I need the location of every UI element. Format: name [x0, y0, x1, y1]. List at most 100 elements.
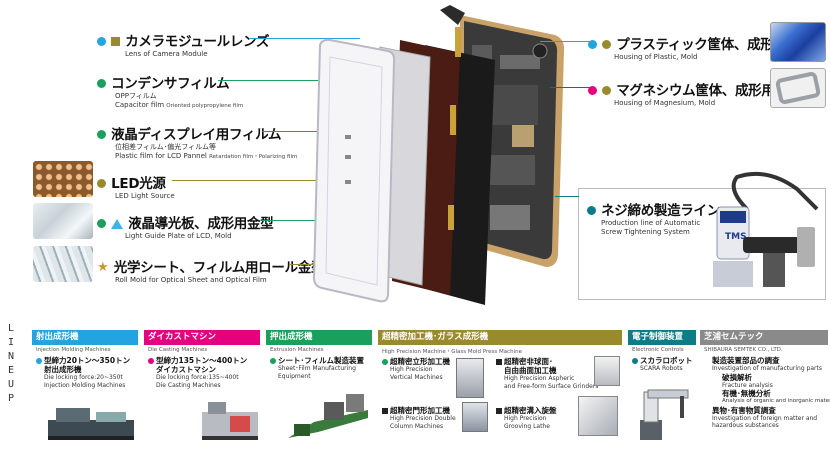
item-en1: Analysis of organic and inorganic materi…: [722, 398, 830, 404]
olive-dot-icon: [97, 179, 106, 188]
leader-light-guide: [262, 220, 362, 221]
category-shibaura-semtek: 芝浦セムテック SHIBAURA SEMTEK CO., LTD. 製造装置部品…: [700, 330, 830, 445]
screw-line-sub2: Screw Tightening System: [601, 228, 690, 236]
phone-front-frame: [312, 38, 396, 303]
item-title: 型締力20トン〜350トン: [44, 356, 131, 365]
category-extrusion: 押出成形機 Extrusion Machines シート･フィルム製造装置 Sh…: [266, 330, 372, 445]
label-lcd-film: 液晶ディスプレイ用フィルム 位相差フィルム･偏光フィルム等 Plastic fi…: [97, 123, 297, 162]
category-en: Electronic Controls: [632, 347, 684, 353]
led-array-thumbnail: [33, 161, 93, 197]
label-capacitor-film: コンデンサフィルム OPPフィルム Capacitor film Oriente…: [97, 72, 243, 111]
item-vertical-machines: 超精密立形加工機 High Precision Vertical Machine…: [382, 357, 450, 381]
category-en: Die Casting Machines: [148, 347, 208, 353]
roll-mold-sub: Roll Mold for Optical Sheet and Optical …: [115, 276, 267, 284]
label-magnesium-housing: マグネシウム筐体、成形用金型 Housing of Magnesium, Mol…: [588, 79, 801, 108]
leader-camera: [250, 38, 360, 39]
category-head: 電子制御装置: [628, 330, 696, 345]
item-en1: Investigation of foreign matter and: [712, 414, 818, 422]
item-en1: Die locking force:20~350t: [44, 374, 123, 381]
item-title: 有機･無機分析: [722, 389, 771, 398]
camera-lens-sub: Lens of Camera Module: [125, 50, 208, 58]
item-en2: Injection Molding Machines: [44, 381, 126, 389]
leader-led: [172, 180, 352, 181]
injection-machine-image: [48, 408, 134, 440]
lcd-film-sub1: 位相差フィルム･偏光フィルム等: [115, 143, 216, 151]
item-title: 型締力135トン〜400トン: [156, 356, 248, 365]
category-head: ダイカストマシン: [144, 330, 260, 345]
screw-line-panel: ネジ締め製造ライン Production line of Automatic S…: [578, 171, 826, 300]
label-led: LED光源 LED Light Source: [97, 172, 175, 201]
camera-lens-title: カメラモジュールレンズ: [125, 34, 270, 50]
item-title2: ダイカストマシン: [156, 365, 216, 374]
label-camera-lens: カメラモジュールレンズ Lens of Camera Module: [97, 30, 269, 59]
item-title: 製造装置部品の調査: [712, 356, 780, 365]
plastic-housing-sub: Housing of Plastic, Mold: [614, 53, 698, 61]
light-guide-thumbnail: [33, 203, 93, 239]
light-guide-sub: Light Guide Plate of LCD, Mold: [125, 232, 232, 240]
item-en1: Fracture analysis: [722, 381, 773, 389]
roll-mold-thumbnail: [33, 246, 93, 282]
magnesium-housing-sub: Housing of Magnesium, Mold: [614, 99, 716, 107]
olive-star-icon: ★: [97, 260, 109, 275]
vertical-machine-image: [456, 358, 484, 398]
plastic-housing-title: プラスティック筐体、成形用金型: [616, 37, 814, 53]
scara-robot-image: TMS: [713, 171, 819, 287]
category-en: High Precision Machine・Glass Mold Press …: [382, 349, 522, 355]
item-en2: Die Casting Machines: [156, 381, 221, 389]
olive-dot-icon: [602, 86, 612, 95]
item-aspheric-grinders: 超精密非球面･ 自由曲面加工機 High Precision Aspheric …: [496, 357, 598, 390]
category-high-precision: 超精密加工機･ガラス成形機 High Precision Machine・Gla…: [378, 330, 622, 445]
item-en2: Equipment: [278, 372, 311, 380]
category-injection-molding: 射出成形機 Injection Molding Machines 型締力20トン…: [32, 330, 138, 445]
item-en1: SCARA Robots: [640, 365, 683, 372]
category-head: 押出成形機: [266, 330, 372, 345]
green-dot-icon: [97, 79, 106, 88]
olive-dot-icon: [602, 40, 612, 49]
screw-line-title: ネジ締め製造ライン: [601, 203, 720, 219]
roll-mold-title: 光学シート、フィルム用ロール金型: [113, 260, 325, 276]
die-casting-machine-image: [202, 402, 258, 440]
item-en2: hazardous substances: [712, 422, 779, 429]
item-title: スカラロボット: [640, 356, 693, 365]
magenta-dot-icon: [588, 86, 597, 95]
label-light-guide: 液晶導光板、成形用金型 Light Guide Plate of LCD, Mo…: [97, 212, 274, 241]
category-head: 射出成形機: [32, 330, 138, 345]
item-en1: Die locking force:135~400t: [156, 374, 239, 381]
category-electronic-controls: 電子制御装置 Electronic Controls スカラロボット SCARA…: [628, 330, 696, 445]
lcd-film-sub2-small: Retardation film・Polarizing film: [209, 154, 298, 160]
olive-square-icon: [111, 37, 121, 46]
leader-screw: [555, 196, 579, 197]
screw-line-sub1: Production line of Automatic: [601, 219, 701, 227]
leader-magnesium: [550, 87, 590, 88]
capacitor-title: コンデンサフィルム: [111, 76, 230, 92]
double-column-machine-image: [462, 402, 488, 432]
light-guide-title: 液晶導光板、成形用金型: [128, 216, 274, 232]
label-plastic-housing: プラスティック筐体、成形用金型 Housing of Plastic, Mold: [588, 33, 813, 62]
item-title2: 射出成形機: [44, 365, 82, 374]
teal-dot-icon: [587, 206, 596, 215]
item-double-column: 超精密門形加工機 High Precision Double Column Ma…: [382, 406, 456, 430]
lcd-film-sub2: Plastic film for LCD Pannel: [115, 152, 207, 160]
item-en1: Investigation of manufacturing parts: [712, 365, 822, 372]
blue-triangle-icon: [111, 218, 124, 229]
category-en: Extrusion Machines: [270, 347, 324, 353]
item-title: 破損解析: [722, 372, 752, 382]
led-title: LED光源: [111, 176, 166, 192]
item-title: 異物･有害物質調査: [712, 405, 776, 415]
category-die-casting: ダイカストマシン Die Casting Machines 型締力135トン〜4…: [144, 330, 260, 445]
grooving-lathe-image: [578, 396, 618, 436]
grinder-machine-image: [594, 356, 620, 386]
robot-badge: TMS: [725, 232, 747, 242]
capacitor-sub1: OPPフィルム: [115, 92, 157, 100]
item-grooving-lathe: 超精密溝入旋盤 High Precision Grooving Lathe: [496, 406, 557, 430]
magnesium-housing-thumbnail: [770, 68, 826, 108]
phone-exploded-view: [312, 5, 565, 305]
leader-plastic: [540, 41, 590, 42]
blue-dot-icon: [588, 40, 597, 49]
plastic-housing-thumbnail: [770, 22, 826, 62]
capacitor-sub2-small: Oriented polypropylene film: [166, 103, 244, 109]
green-dot-icon: [97, 130, 106, 139]
label-roll-mold: ★ 光学シート、フィルム用ロール金型 Roll Mold for Optical…: [97, 256, 324, 285]
magnesium-housing-title: マグネシウム筐体、成形用金型: [616, 83, 801, 99]
item-title: シート･フィルム製造装置: [278, 356, 364, 365]
